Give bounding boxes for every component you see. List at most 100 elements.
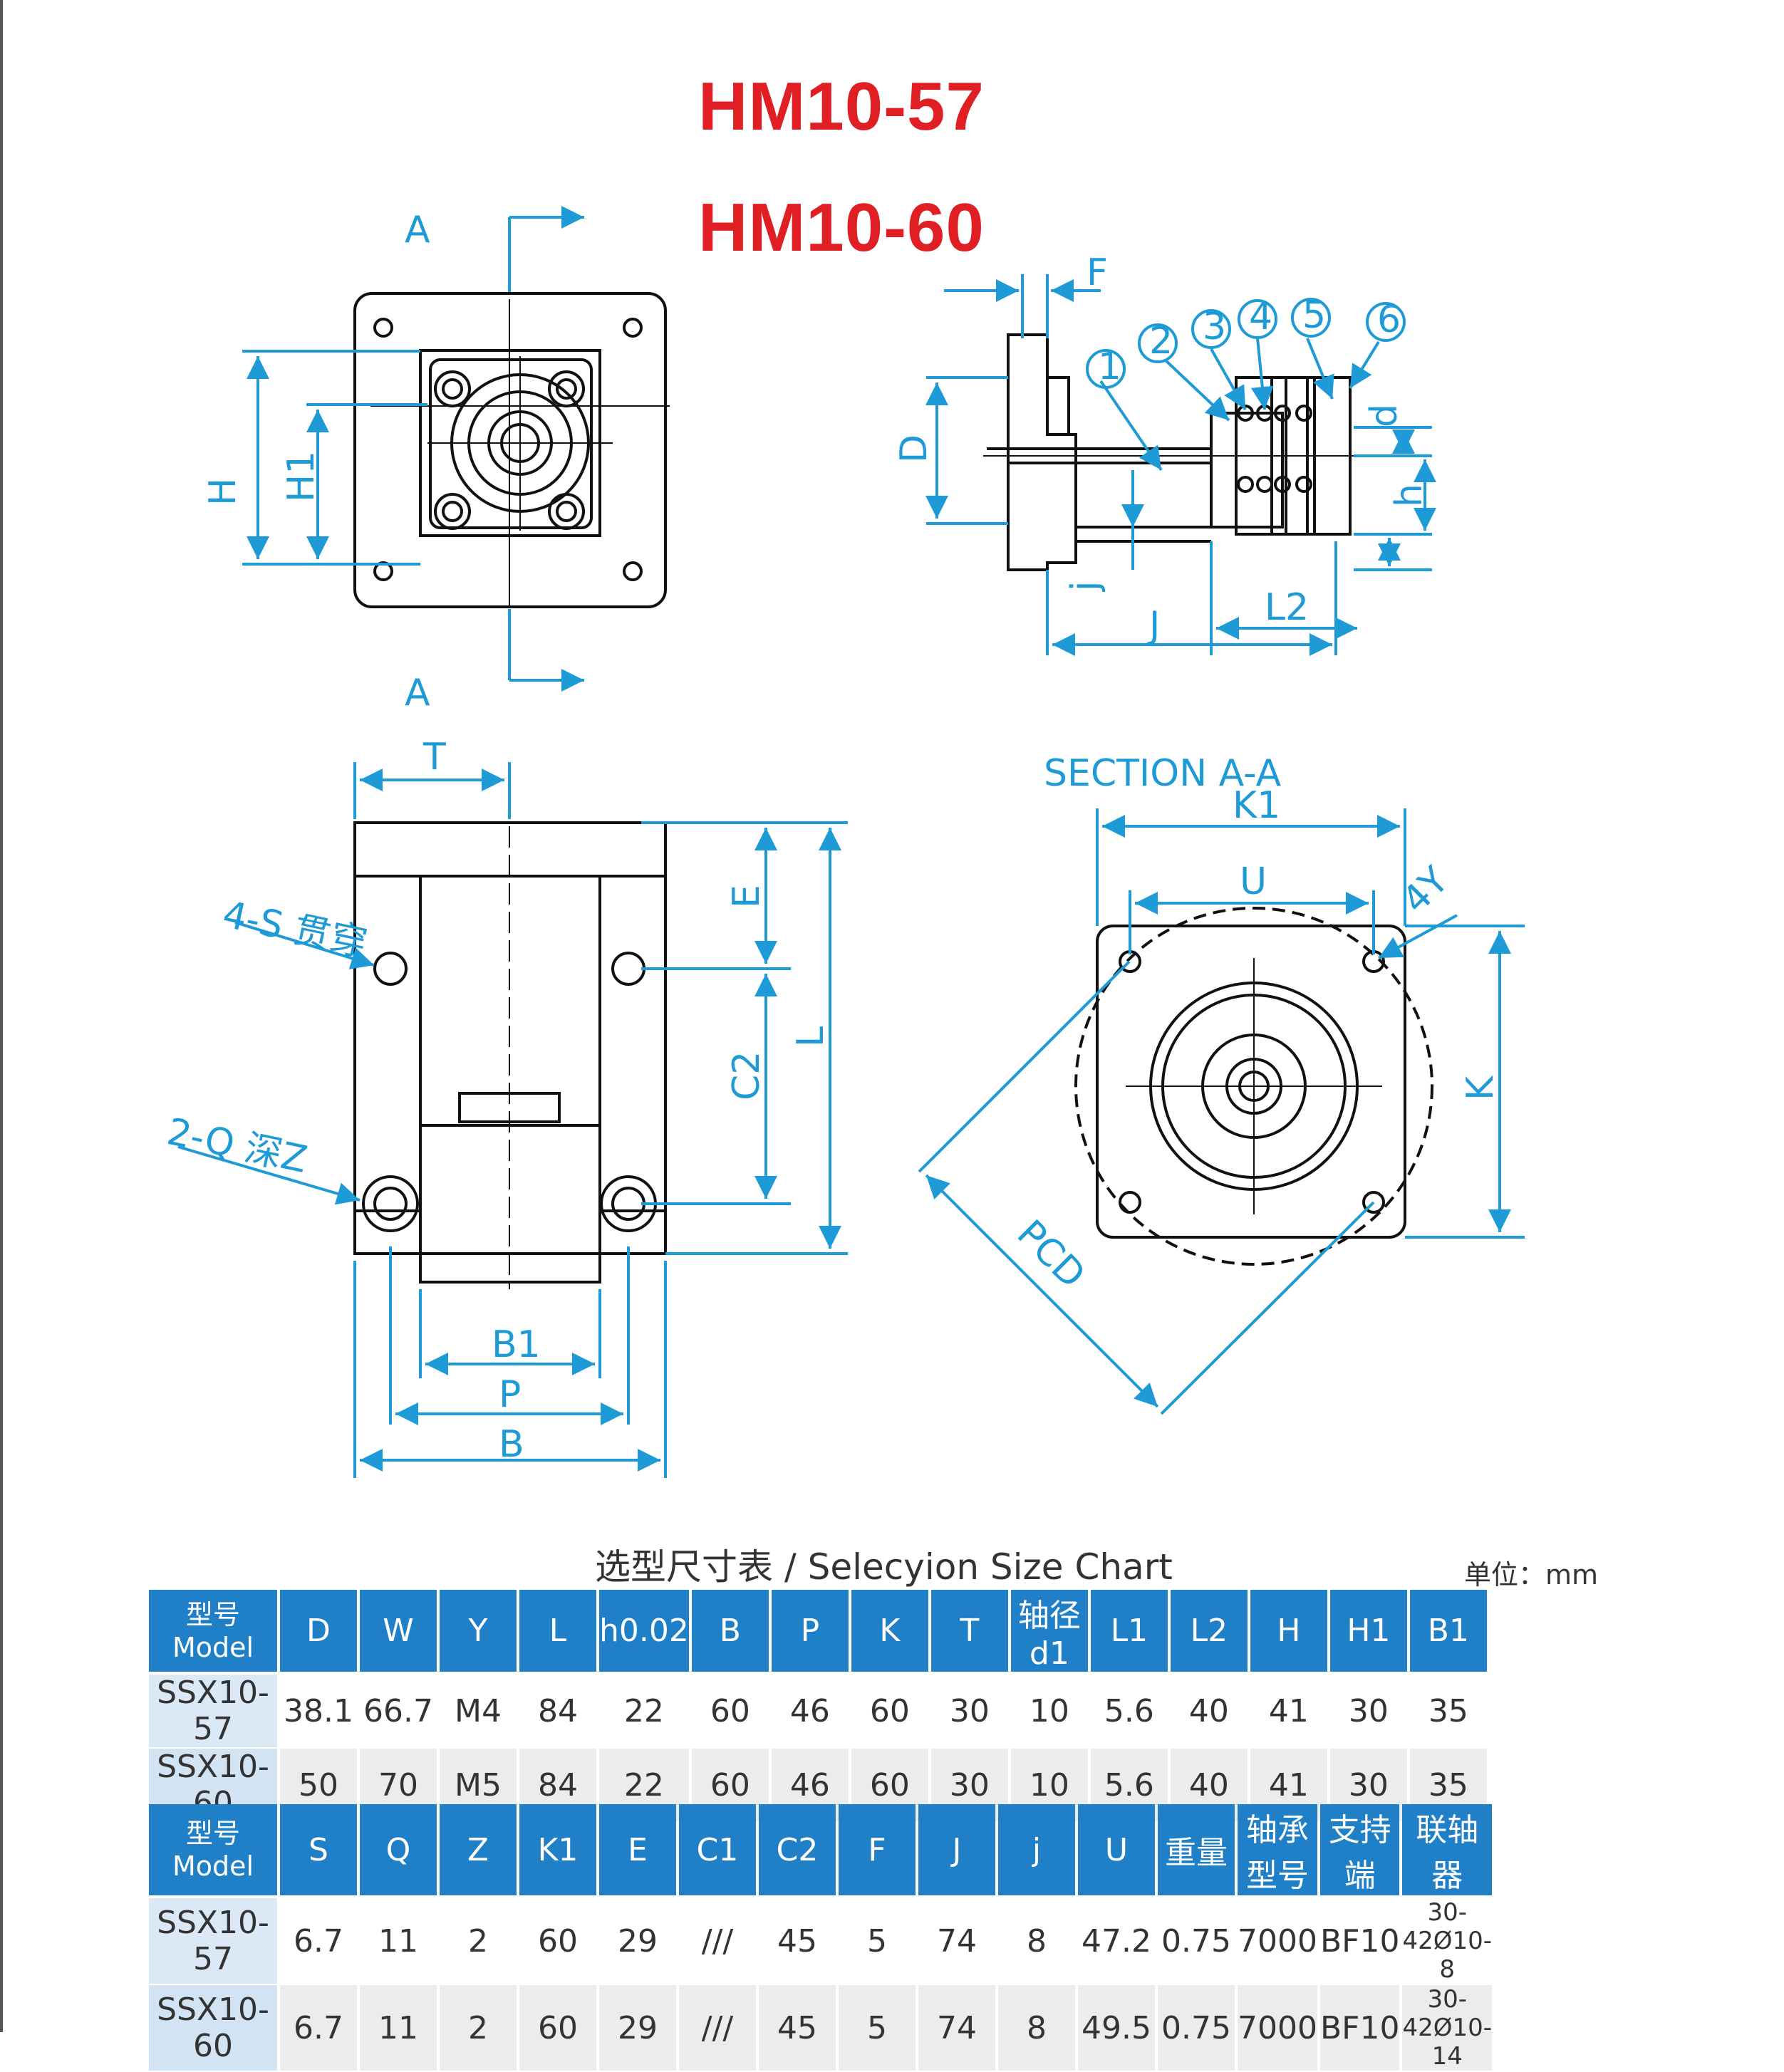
balloon-3: 3 xyxy=(1203,306,1226,348)
table-cell: 84 xyxy=(519,1675,596,1749)
header-cell: 联轴器 xyxy=(1402,1804,1493,1898)
label-b1: B1 xyxy=(492,1323,541,1366)
label-u: U xyxy=(1240,860,1267,903)
table-cell: BF10 xyxy=(1319,1985,1400,2072)
table-cell: 30 xyxy=(1329,1675,1407,1749)
label-h-lower: h xyxy=(1388,484,1431,507)
table-cell: 30-42Ø10-14 xyxy=(1402,1985,1493,2072)
label-b: B xyxy=(499,1423,524,1466)
model-header-cn: 型号 xyxy=(185,1818,240,1849)
header-cell: T xyxy=(930,1590,1008,1675)
table-cell: 45 xyxy=(759,1985,836,2072)
model-cell: SSX10-57 xyxy=(149,1675,277,1749)
size-table-2: 型号 Model S Q Z K1 E C1 C2 F J j U 重量 轴承型… xyxy=(146,1804,1495,2072)
table-cell: 5 xyxy=(839,1898,916,1985)
size-table-1: 型号 Model D W Y L h0.02 B P K T 轴径d1 L1 L… xyxy=(146,1590,1490,1823)
balloon-4: 4 xyxy=(1249,296,1272,338)
header-cell: Q xyxy=(360,1804,437,1898)
header-cell: 支持端 xyxy=(1319,1804,1400,1898)
table-cell: 5 xyxy=(839,1985,916,2072)
label-j-lower: j xyxy=(1064,581,1106,592)
label-c2: C2 xyxy=(725,1051,768,1100)
table-cell: 6.7 xyxy=(280,1898,357,1985)
table-cell: 74 xyxy=(918,1898,995,1985)
header-cell: L1 xyxy=(1090,1590,1168,1675)
label-h: H xyxy=(202,478,244,506)
balloon-labels: 1 2 3 4 5 6 xyxy=(1098,294,1401,388)
header-cell: F xyxy=(839,1804,916,1898)
header-cell: S xyxy=(280,1804,357,1898)
table-cell: 10 xyxy=(1010,1675,1088,1749)
chart-title: 选型尺寸表 / Selecyion Size Chart xyxy=(595,1546,1173,1588)
table-row: SSX10-60 6.7 11 2 60 29 /// 45 5 74 8 49… xyxy=(149,1985,1492,2072)
label-p: P xyxy=(499,1373,521,1416)
table-cell: 49.5 xyxy=(1078,1985,1155,2072)
table-cell: 6.7 xyxy=(280,1985,357,2072)
table-cell: BF10 xyxy=(1319,1898,1400,1985)
model-header-en: Model xyxy=(172,1631,254,1663)
table-cell: 30-42Ø10-8 xyxy=(1402,1898,1493,1985)
table-cell: 0.75 xyxy=(1158,1898,1235,1985)
header-cell: j xyxy=(998,1804,1075,1898)
label-pcd: PCD xyxy=(1009,1212,1094,1297)
label-t: T xyxy=(422,736,446,779)
header-cell: P xyxy=(771,1590,849,1675)
model-title-57: HM10-57 xyxy=(698,68,985,145)
header-cell: B xyxy=(691,1590,769,1675)
label-l2: L2 xyxy=(1265,586,1309,629)
side-view xyxy=(987,333,1352,571)
table-cell: /// xyxy=(679,1985,756,2072)
table-cell: /// xyxy=(679,1898,756,1985)
header-cell: H xyxy=(1250,1590,1327,1675)
table-cell: 60 xyxy=(519,1898,596,1985)
table-row: SSX10-57 38.1 66.7 M4 84 22 60 46 60 30 … xyxy=(149,1675,1487,1749)
table-cell: 66.7 xyxy=(360,1675,437,1749)
table-cell: 35 xyxy=(1409,1675,1487,1749)
header-cell: H1 xyxy=(1329,1590,1407,1675)
table-cell: 8 xyxy=(998,1985,1075,2072)
label-view-a-top: A xyxy=(405,209,430,251)
table-cell: 41 xyxy=(1250,1675,1327,1749)
table-cell: 8 xyxy=(998,1898,1075,1985)
table-cell: 0.75 xyxy=(1158,1985,1235,2072)
label-section: SECTION A-A xyxy=(1044,752,1282,795)
header-cell: K1 xyxy=(519,1804,596,1898)
label-k: K xyxy=(1459,1075,1502,1100)
table-cell: 2 xyxy=(440,1898,517,1985)
balloon-1: 1 xyxy=(1098,345,1121,388)
model-header: 型号 Model xyxy=(149,1590,277,1675)
header-cell: J xyxy=(918,1804,995,1898)
table-cell: 11 xyxy=(360,1898,437,1985)
table-cell: 30 xyxy=(930,1675,1008,1749)
label-4s: 4-S 贯穿 xyxy=(219,893,370,965)
table-cell: 11 xyxy=(360,1985,437,2072)
label-d-upper: D xyxy=(893,434,935,463)
model-header-cn: 型号 xyxy=(185,1598,240,1630)
header-cell: 重量 xyxy=(1158,1804,1235,1898)
table-cell: 45 xyxy=(759,1898,836,1985)
balloon-5: 5 xyxy=(1302,294,1326,337)
table-cell: M4 xyxy=(440,1675,517,1749)
label-k1: K1 xyxy=(1233,784,1280,827)
table-cell: 47.2 xyxy=(1078,1898,1155,1985)
header-cell: D xyxy=(280,1590,357,1675)
model-cell: SSX10-57 xyxy=(149,1898,277,1985)
header-cell: U xyxy=(1078,1804,1155,1898)
label-d-lower: d xyxy=(1363,404,1406,427)
header-cell: C2 xyxy=(759,1804,836,1898)
label-2q: 2-Q 深Z xyxy=(163,1110,311,1182)
label-view-a-bottom: A xyxy=(405,672,430,714)
header-cell: C1 xyxy=(679,1804,756,1898)
technical-drawing: A A H H1 xyxy=(163,206,1525,1478)
table-cell: 7000 xyxy=(1238,1898,1317,1985)
table-cell: 7000 xyxy=(1238,1985,1317,2072)
header-cell: Y xyxy=(440,1590,517,1675)
model-header-en: Model xyxy=(172,1850,254,1882)
label-j-upper: J xyxy=(1147,604,1160,647)
table-cell: 29 xyxy=(599,1985,676,2072)
label-l: L xyxy=(789,1026,832,1047)
table-row: SSX10-57 6.7 11 2 60 29 /// 45 5 74 8 47… xyxy=(149,1898,1492,1985)
model-title-60: HM10-60 xyxy=(698,189,985,266)
table-cell: 5.6 xyxy=(1090,1675,1168,1749)
header-cell: Z xyxy=(440,1804,517,1898)
